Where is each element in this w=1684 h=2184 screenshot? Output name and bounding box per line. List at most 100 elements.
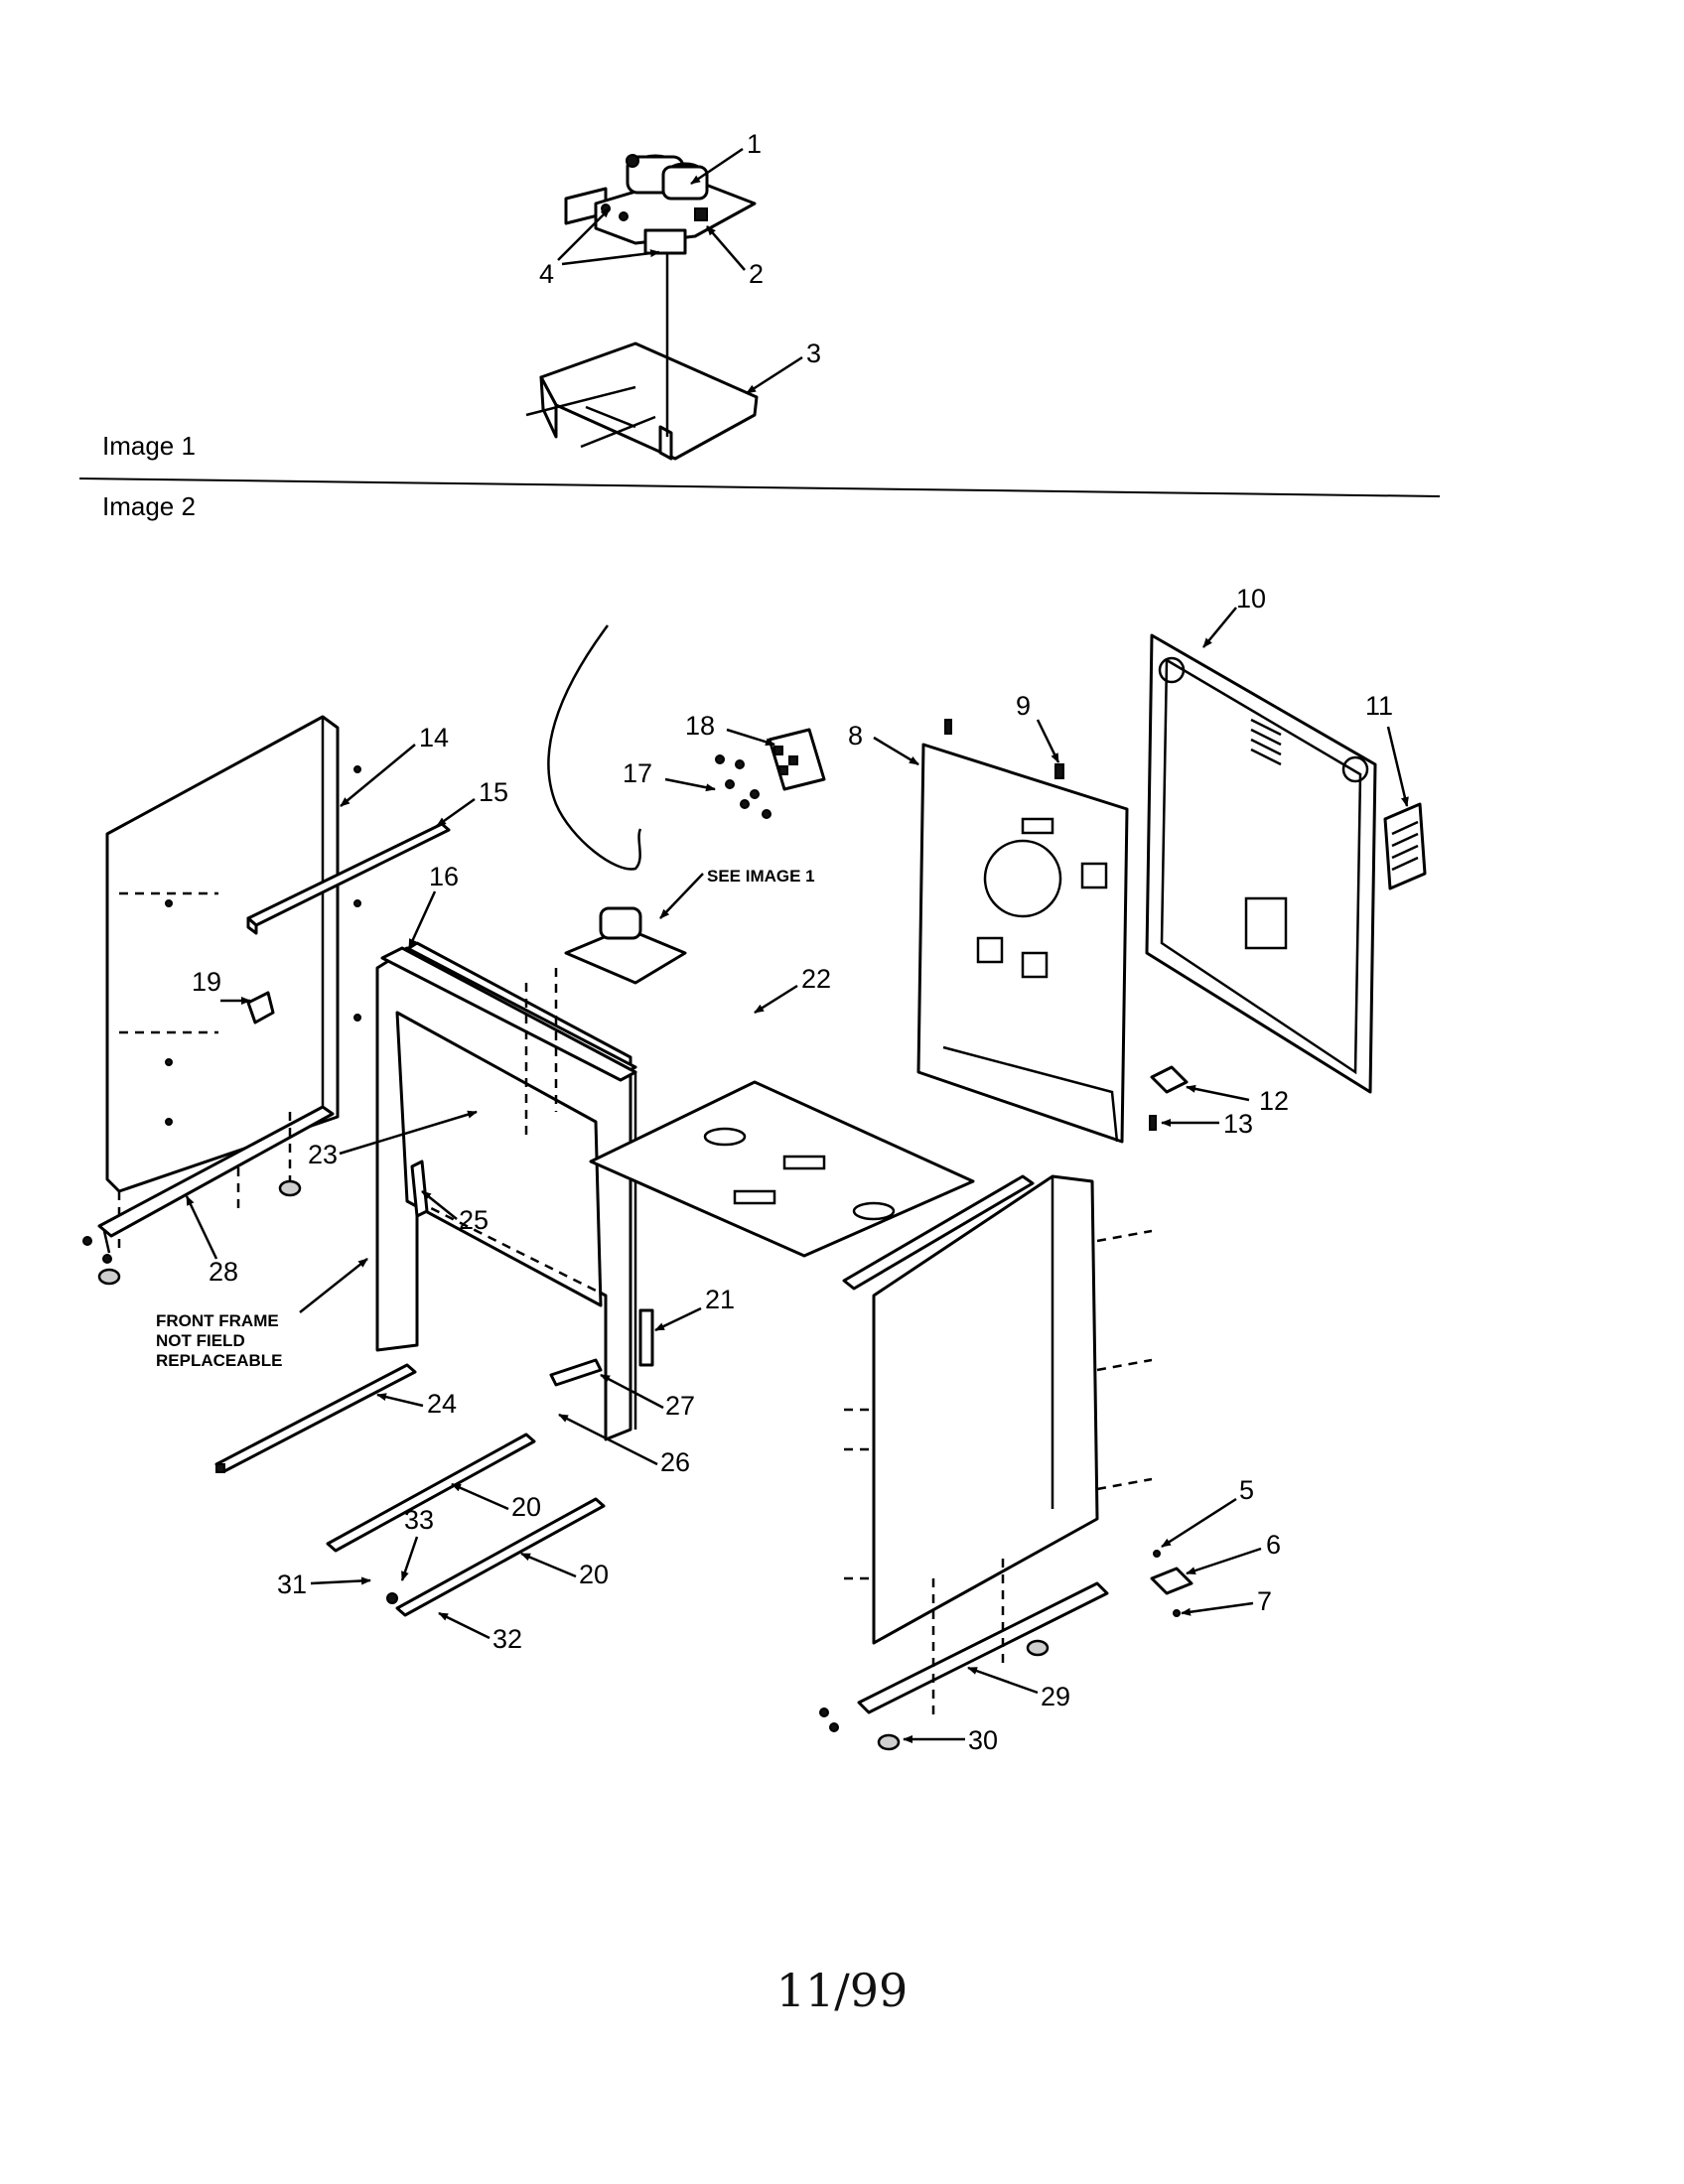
callout-20a: 20 [451, 1482, 541, 1522]
svg-text:28: 28 [209, 1257, 238, 1287]
center-valve-assembly [524, 906, 687, 1142]
svg-text:10: 10 [1236, 584, 1266, 614]
part-17-screws [715, 754, 772, 819]
svg-text:27: 27 [665, 1391, 695, 1421]
callout-33: 33 [400, 1505, 434, 1581]
svg-text:FRONT FRAME: FRONT FRAME [156, 1311, 279, 1330]
callout-6: 6 [1186, 1530, 1281, 1575]
svg-text:NOT FIELD: NOT FIELD [156, 1331, 245, 1350]
callout-26: 26 [558, 1413, 690, 1477]
part-14-left-side-panel [105, 715, 361, 1251]
callout-7: 7 [1181, 1586, 1272, 1616]
callout-13: 13 [1161, 1109, 1253, 1139]
part-19-clip [246, 991, 275, 1024]
part-20-front-rail-lower [386, 1497, 606, 1617]
callout-17: 17 [623, 758, 716, 792]
svg-text:20: 20 [579, 1560, 609, 1589]
part-10-rear-cover [1145, 633, 1377, 1094]
part-8-rear-panel [916, 743, 1129, 1144]
svg-text:22: 22 [801, 964, 831, 994]
svg-text:5: 5 [1239, 1475, 1254, 1505]
svg-text:13: 13 [1223, 1109, 1253, 1139]
part-13-screw [1149, 1115, 1157, 1131]
callout-20b: 20 [520, 1552, 609, 1589]
svg-text:31: 31 [277, 1570, 307, 1599]
callout-3: 3 [746, 339, 821, 395]
callout-18: 18 [685, 711, 775, 747]
part-20-front-rail-upper [326, 1433, 536, 1553]
wire-harness [547, 624, 642, 871]
callout-32: 32 [438, 1611, 522, 1654]
part-12-cord-clamp [1150, 1065, 1189, 1094]
callout-25: 25 [421, 1190, 489, 1235]
svg-text:17: 17 [623, 758, 652, 788]
section-label-image2: Image 2 [102, 491, 196, 521]
svg-text:2: 2 [749, 259, 764, 289]
note-front-frame: FRONT FRAME NOT FIELD REPLACEABLE [156, 1258, 368, 1370]
callout-23: 23 [308, 1110, 478, 1169]
callout-2: 2 [706, 225, 764, 289]
callout-22: 22 [754, 964, 831, 1015]
part-6-leveling-bracket [1150, 1550, 1193, 1617]
callout-16: 16 [407, 862, 459, 949]
part-29-right-bottom-rail [819, 1559, 1109, 1751]
callout-9: 9 [1016, 691, 1060, 763]
svg-text:3: 3 [806, 339, 821, 368]
part-11-vent-grille [1383, 802, 1427, 890]
callout-11: 11 [1365, 691, 1409, 807]
svg-text:32: 32 [492, 1624, 522, 1654]
svg-text:24: 24 [427, 1389, 457, 1419]
callout-28: 28 [185, 1195, 238, 1287]
section-label-image1: Image 1 [102, 431, 196, 461]
svg-text:19: 19 [192, 967, 221, 997]
page-number: 11/99 [775, 1964, 909, 2017]
callout-1: 1 [690, 129, 762, 186]
callout-31: 31 [277, 1570, 371, 1599]
callout-27: 27 [600, 1373, 695, 1421]
callout-8: 8 [848, 721, 919, 766]
part-22-cooktop-base [589, 1080, 975, 1258]
svg-text:23: 23 [308, 1140, 338, 1169]
svg-text:25: 25 [459, 1205, 489, 1235]
svg-text:18: 18 [685, 711, 715, 741]
svg-text:1: 1 [747, 129, 762, 159]
svg-text:15: 15 [479, 777, 508, 807]
callout-21: 21 [654, 1285, 735, 1332]
part-3-bracket-plate [525, 341, 759, 461]
callout-10: 10 [1202, 584, 1266, 648]
part-24-lower-rail [214, 1363, 417, 1473]
svg-text:6: 6 [1266, 1530, 1281, 1560]
svg-text:8: 8 [848, 721, 863, 751]
part-28-bottom-rail [82, 1105, 335, 1286]
svg-text:33: 33 [404, 1505, 434, 1535]
part-27-clip [549, 1358, 603, 1387]
svg-text:30: 30 [968, 1725, 998, 1755]
svg-text:26: 26 [660, 1447, 690, 1477]
svg-text:16: 16 [429, 862, 459, 891]
svg-text:REPLACEABLE: REPLACEABLE [156, 1351, 283, 1370]
callout-19: 19 [192, 967, 251, 1005]
svg-text:29: 29 [1041, 1682, 1070, 1711]
callout-24: 24 [376, 1389, 457, 1419]
callout-4: 4 [539, 207, 660, 289]
svg-text:7: 7 [1257, 1586, 1272, 1616]
svg-text:9: 9 [1016, 691, 1031, 721]
part-15-top-rail [246, 822, 451, 935]
svg-text:21: 21 [705, 1285, 735, 1314]
callout-29: 29 [967, 1666, 1070, 1711]
part-1-valve-assembly [564, 154, 757, 255]
part-21-hinge [638, 1308, 654, 1367]
svg-text:12: 12 [1259, 1086, 1289, 1116]
callout-15: 15 [436, 777, 508, 828]
section-divider [78, 478, 1441, 497]
part-16-top-trim [380, 946, 637, 1082]
svg-text:SEE IMAGE 1: SEE IMAGE 1 [707, 867, 815, 886]
callout-5: 5 [1161, 1475, 1254, 1549]
callout-12: 12 [1186, 1084, 1289, 1116]
svg-text:4: 4 [539, 259, 554, 289]
callout-30: 30 [903, 1725, 998, 1755]
part-18-terminal-block [768, 728, 826, 791]
part-right-side-panel [842, 1174, 1153, 1645]
svg-text:20: 20 [511, 1492, 541, 1522]
